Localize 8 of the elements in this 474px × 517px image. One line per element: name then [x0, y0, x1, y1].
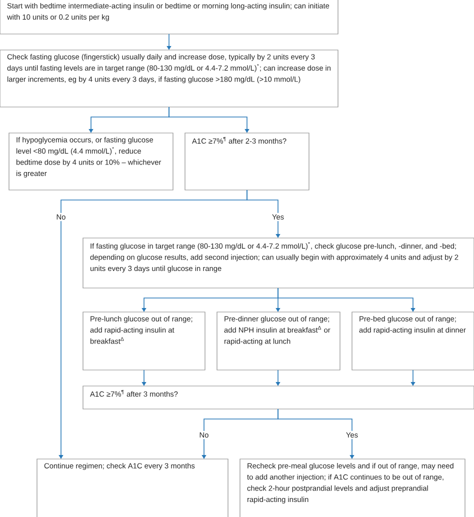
arrow — [276, 370, 280, 386]
arrow — [410, 370, 416, 386]
arrow — [166, 34, 172, 50]
arrow — [246, 190, 280, 238]
arrow — [142, 370, 146, 386]
arrow — [168, 106, 250, 133]
arrow — [278, 288, 416, 312]
arrow — [278, 408, 354, 459]
